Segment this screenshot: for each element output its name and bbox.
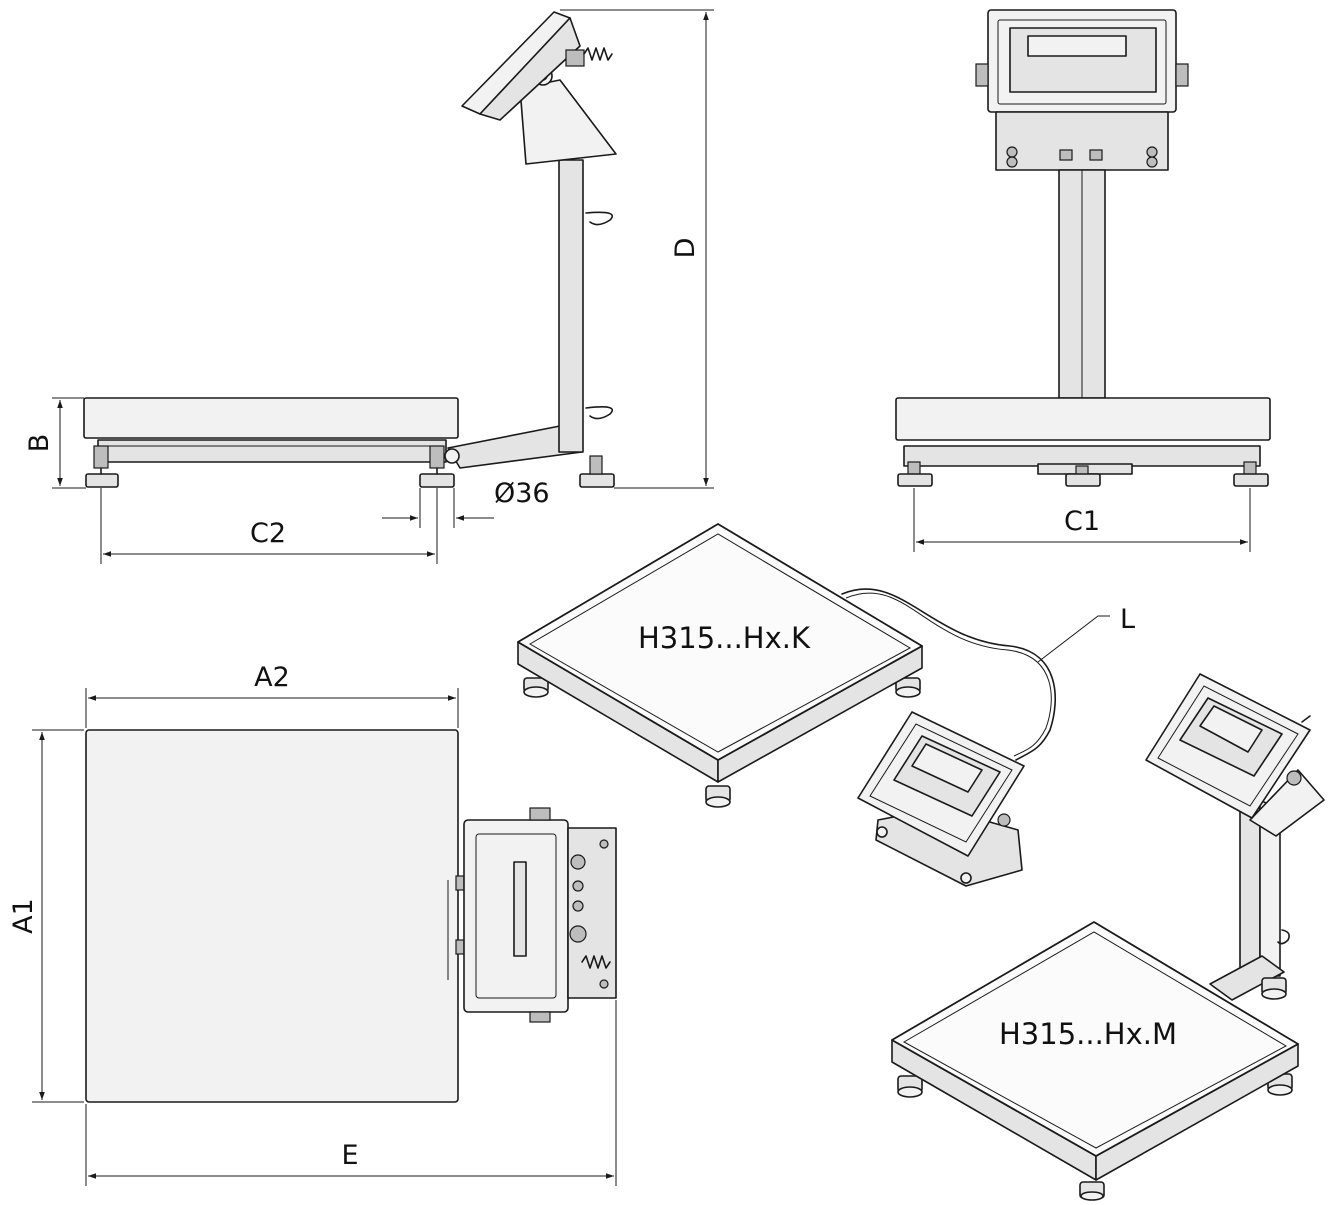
top-indicator-display [513, 861, 527, 957]
side-view: B D C2 Ø36 [24, 9, 714, 564]
label-c2: C2 [250, 518, 286, 549]
side-frame [97, 439, 447, 463]
iso-m-base-bracket [1209, 955, 1285, 1001]
side-column [558, 159, 584, 453]
front-view: C1 [895, 9, 1271, 552]
front-foot-left [897, 473, 933, 487]
front-frame [903, 445, 1261, 467]
column-foot [579, 473, 615, 488]
side-platform-plate [83, 397, 459, 439]
front-foot-right [1233, 473, 1269, 487]
label-diameter: Ø36 [494, 478, 550, 509]
model-k-label: H315...Hx.K [638, 621, 811, 655]
label-b: B [24, 434, 55, 453]
label-e: E [341, 1140, 358, 1171]
top-cable-spring [581, 955, 611, 969]
iso-k-display [911, 743, 983, 793]
front-indicator-display [1027, 35, 1127, 57]
side-foot-left [85, 445, 119, 488]
iso-model-m: H315...Hx.M [891, 673, 1325, 1201]
top-platform [85, 729, 459, 1103]
head-bracket [519, 79, 617, 165]
iso-m-head-bracket [1249, 769, 1325, 837]
cable-hook-lower [585, 406, 614, 420]
front-platform-plate [895, 397, 1271, 441]
cable-gland [565, 47, 613, 67]
top-gland-plate [567, 827, 617, 999]
iso-m-display [1199, 705, 1263, 753]
iso-m-top [891, 921, 1299, 1157]
top-view: A2 A1 E [8, 662, 617, 1186]
iso-k-cable [841, 588, 1056, 761]
leader-l [1037, 615, 1110, 663]
front-foot-center [1065, 473, 1101, 487]
iso-model-k: H315...Hx.K L [517, 523, 1135, 887]
label-c1: C1 [1064, 506, 1100, 537]
label-a2: A2 [254, 662, 290, 693]
cable-hook-upper [585, 211, 614, 226]
front-gland-box [995, 111, 1169, 171]
label-d: D [670, 238, 701, 259]
iso-k-top [517, 523, 923, 761]
model-m-label: H315...Hx.M [999, 1017, 1177, 1051]
side-foot-right [419, 445, 455, 488]
label-l: L [1120, 604, 1135, 635]
label-a1: A1 [8, 898, 39, 934]
